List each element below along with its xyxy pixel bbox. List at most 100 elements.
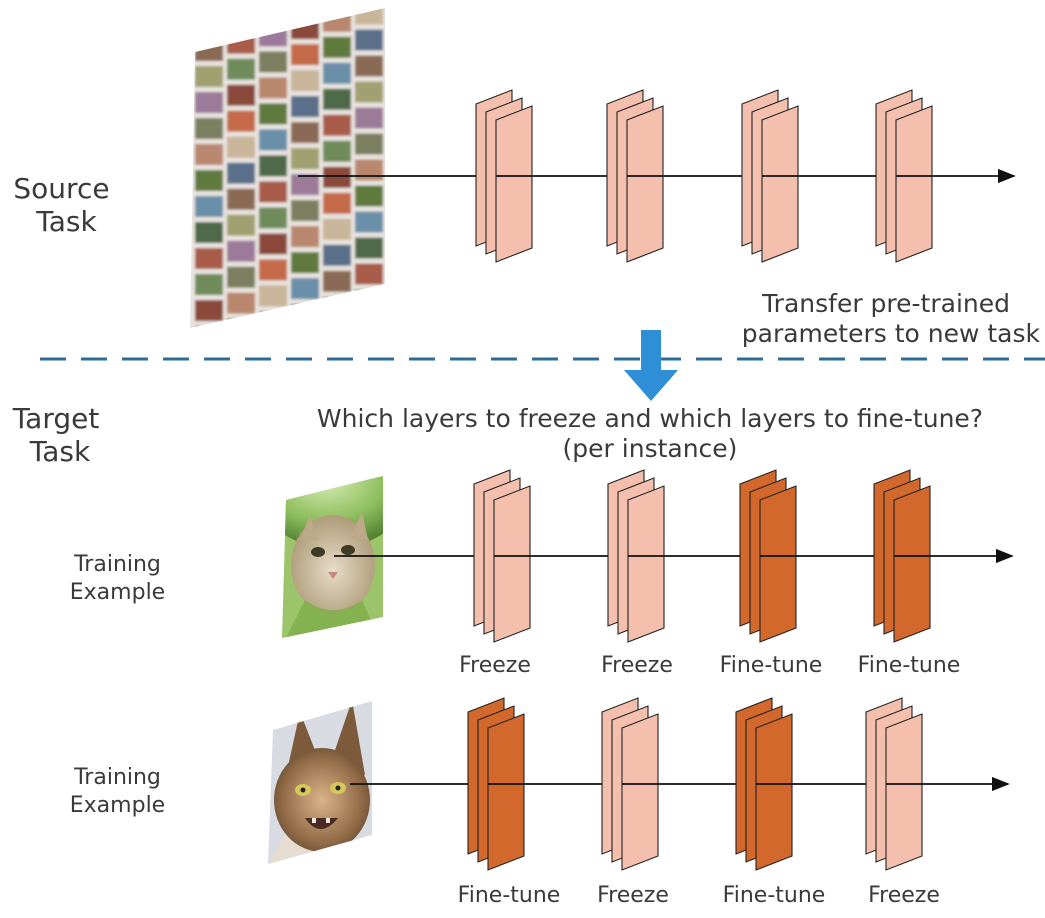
source-layer-1 <box>475 89 533 263</box>
dataset-thumbnail <box>355 81 383 103</box>
dataset-thumbnail <box>227 318 255 328</box>
dataset-thumbnail <box>291 44 319 66</box>
dataset-thumbnail <box>323 62 351 84</box>
row2-layer-1 <box>467 697 525 871</box>
dataset-thumbnail <box>227 32 255 54</box>
training-example-image-2 <box>268 701 372 864</box>
dataset-thumbnail <box>291 252 319 274</box>
dataset-thumbnail <box>227 110 255 132</box>
layer-sheet <box>621 713 659 871</box>
dataset-thumbnail <box>323 10 351 32</box>
target-task-label: Target Task <box>0 402 112 468</box>
dataset-thumbnail <box>195 144 223 165</box>
dataset-thumbnail <box>355 133 383 155</box>
row2-action-2: Freeze <box>597 883 669 908</box>
layer-sheet <box>895 105 933 263</box>
training-example-label-1-line2: Example <box>69 580 166 605</box>
dataset-thumbnail <box>195 40 223 61</box>
row2-layer-3 <box>735 697 793 871</box>
dataset-thumbnail <box>259 77 287 99</box>
row2-action-3: Fine-tune <box>722 883 826 908</box>
dataset-thumbnail <box>291 96 319 118</box>
dataset-thumbnail <box>291 122 319 144</box>
row2-layer-2 <box>601 697 659 871</box>
source-dataset-image <box>190 8 385 328</box>
dataset-thumbnail <box>355 211 383 233</box>
dataset-thumbnail <box>195 170 223 191</box>
dataset-thumbnail <box>259 129 287 151</box>
row1-action-3: Fine-tune <box>719 653 823 678</box>
dataset-thumbnail <box>259 181 287 203</box>
dataset-thumbnail <box>227 240 255 262</box>
row2-layer-4 <box>865 697 923 871</box>
dataset-thumbnail <box>195 222 223 243</box>
row1-layer-4 <box>873 469 931 643</box>
dataset-thumbnail <box>259 285 287 307</box>
source-layer-3 <box>741 89 799 263</box>
layer-sheet <box>626 105 664 263</box>
dataset-thumbnail <box>355 8 383 25</box>
layer-sheet <box>487 713 525 871</box>
row1-action-4: Fine-tune <box>857 653 961 678</box>
dataset-thumbnail <box>195 92 223 113</box>
layer-sheet <box>761 105 799 263</box>
dataset-thumbnail <box>259 233 287 255</box>
row1-action-2: Freeze <box>601 653 673 678</box>
dataset-thumbnail <box>323 296 351 318</box>
layer-sheet <box>759 485 797 643</box>
source-layer-4 <box>875 89 933 263</box>
training-example-label-2-line1: Training <box>74 765 161 790</box>
dataset-thumbnail <box>195 274 223 295</box>
source-task-label-line1: Source <box>13 172 110 205</box>
dataset-thumbnail <box>323 114 351 136</box>
layer-selection-question: Which layers to freeze and which layers … <box>280 404 1020 464</box>
dataset-thumbnail <box>355 289 383 311</box>
dataset-thumbnail <box>323 244 351 266</box>
dataset-thumbnail <box>227 266 255 288</box>
training-example-label-1: Training Example <box>55 551 180 607</box>
dataset-thumbnail <box>323 192 351 214</box>
transfer-caption-line1: Transfer pre-trained <box>762 289 1010 318</box>
dataset-thumbnail <box>259 51 287 73</box>
dataset-thumbnail <box>323 88 351 110</box>
dataset-thumbnail <box>259 155 287 177</box>
source-layer-2 <box>606 89 664 263</box>
transfer-caption: Transfer pre-trained parameters to new t… <box>700 289 1040 349</box>
dataset-thumbnail <box>355 263 383 285</box>
dataset-thumbnail <box>227 58 255 80</box>
dataset-thumbnail <box>355 185 383 207</box>
dataset-thumbnail <box>227 292 255 314</box>
dataset-thumbnail <box>291 226 319 248</box>
dataset-thumbnail <box>323 36 351 58</box>
transfer-arrow-icon <box>624 330 678 401</box>
training-example-label-1-line1: Training <box>74 552 161 577</box>
dataset-thumbnail <box>291 70 319 92</box>
dataset-thumbnail <box>195 118 223 139</box>
target-task-label-line2: Task <box>29 435 91 468</box>
dataset-thumbnail <box>195 66 223 87</box>
dataset-thumbnail <box>259 25 287 47</box>
dataset-thumbnail <box>227 136 255 158</box>
training-example-label-2-line2: Example <box>69 793 166 818</box>
dataset-thumbnail <box>291 304 319 326</box>
dataset-thumbnail <box>227 188 255 210</box>
dataset-thumbnail <box>323 140 351 162</box>
layer-sheet <box>493 485 531 643</box>
dataset-thumbnail <box>323 270 351 292</box>
layer-sheet <box>885 713 923 871</box>
dataset-thumbnail <box>259 103 287 125</box>
training-example-label-2: Training Example <box>55 764 180 820</box>
transfer-caption-line2: parameters to new task <box>741 319 1040 348</box>
dataset-thumbnail <box>227 214 255 236</box>
dataset-thumbnail <box>259 207 287 229</box>
question-line1: Which layers to freeze and which layers … <box>316 404 984 433</box>
target-task-label-line1: Target <box>12 402 100 435</box>
row1-network <box>334 469 1014 643</box>
source-network <box>298 89 1016 263</box>
dataset-thumbnail <box>195 248 223 269</box>
source-task-label-line2: Task <box>36 205 97 238</box>
row1-layer-3 <box>739 469 797 643</box>
layer-sheet <box>893 485 931 643</box>
dataset-thumbnail <box>355 29 383 51</box>
row1-layer-1 <box>473 469 531 643</box>
